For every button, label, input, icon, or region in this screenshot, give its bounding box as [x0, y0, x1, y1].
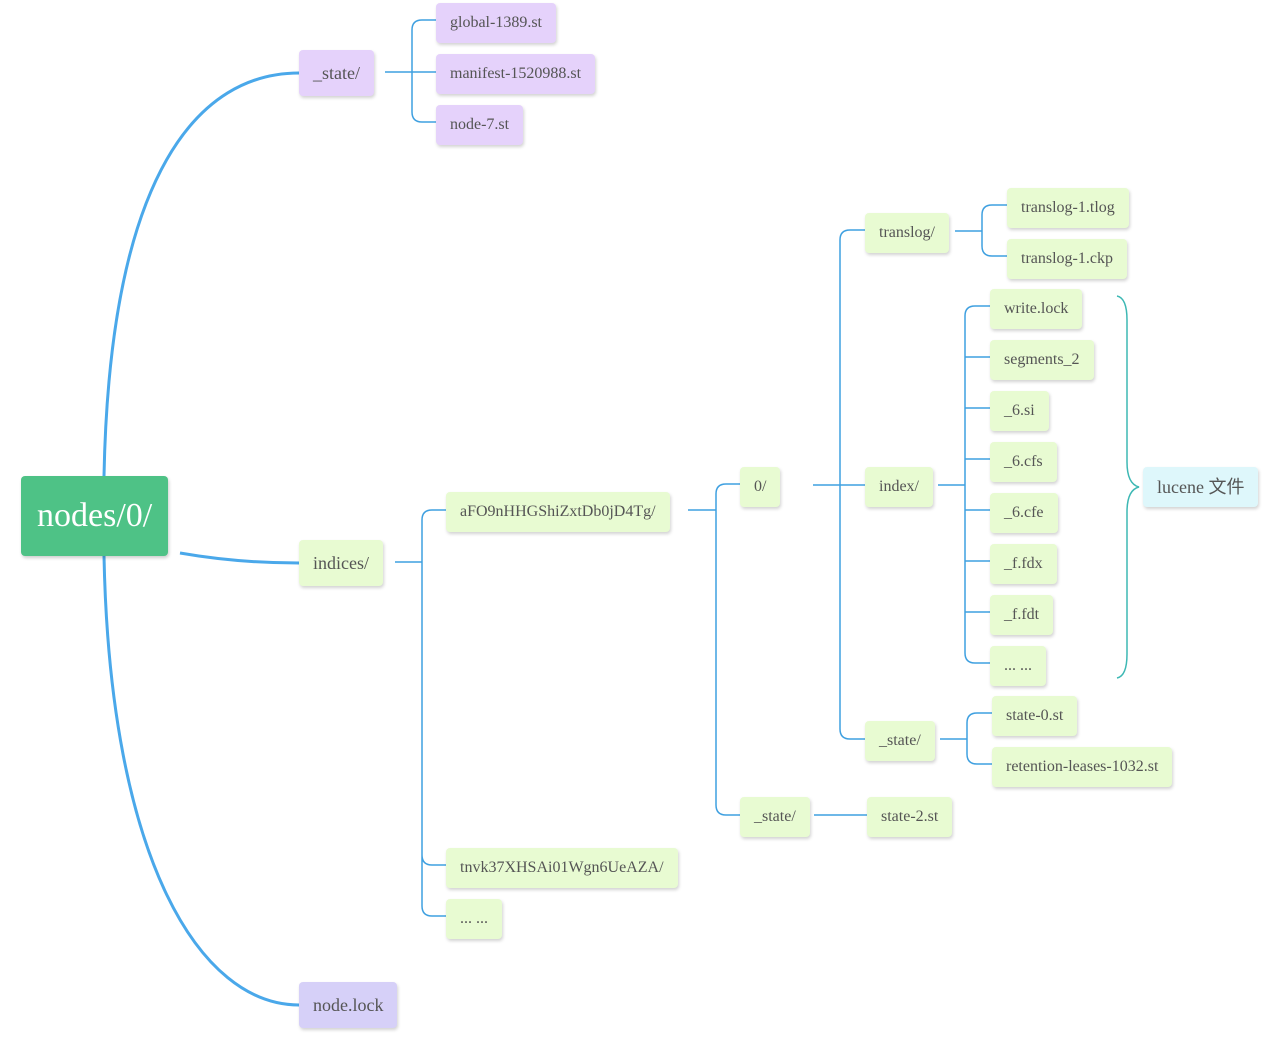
root-node[interactable]: nodes/0/	[21, 476, 169, 556]
indices-node[interactable]: indices/	[299, 540, 383, 586]
edge-root-indices	[179, 551, 300, 565]
index-a-node[interactable]: aFO9nHHGShiZxtDb0jD4Tg/	[446, 492, 670, 532]
index-file-6-si[interactable]: _6.si	[990, 391, 1049, 431]
node-lock-node[interactable]: node.lock	[299, 982, 398, 1028]
index-a-state-node[interactable]: _state/	[740, 797, 810, 837]
edge-index-a-children	[688, 483, 740, 816]
index-file-f-fdx[interactable]: _f.fdx	[990, 544, 1057, 584]
state-file-manifest[interactable]: manifest-1520988.st	[436, 54, 596, 94]
translog-file-ckp[interactable]: translog-1.ckp	[1007, 239, 1127, 279]
shard-state-file-retention[interactable]: retention-leases-1032.st	[992, 747, 1173, 787]
index-file-write-lock[interactable]: write.lock	[990, 289, 1083, 329]
translog-node[interactable]: translog/	[865, 213, 949, 253]
edge-shard-state-children	[940, 712, 992, 765]
index-file-6-cfe[interactable]: _6.cfe	[990, 493, 1058, 533]
state-file-node[interactable]: node-7.st	[436, 105, 524, 145]
state-file-global[interactable]: global-1389.st	[436, 3, 556, 43]
index-dir-node[interactable]: index/	[865, 467, 933, 507]
index-file-more[interactable]: ... ...	[990, 646, 1046, 686]
edge-root-nodelock	[102, 555, 300, 1007]
edge-root-state	[102, 71, 300, 477]
state-dir-node[interactable]: _state/	[299, 50, 374, 96]
edge-translog-children	[955, 204, 1007, 257]
index-b-node[interactable]: tnvk37XHSAi01Wgn6UeAZA/	[446, 848, 678, 888]
edge-state-children	[385, 19, 436, 123]
shard-state-node[interactable]: _state/	[865, 721, 935, 761]
edge-shard0-children	[813, 229, 865, 740]
index-file-f-fdt[interactable]: _f.fdt	[990, 595, 1054, 635]
edge-indexdir-children	[938, 305, 990, 664]
index-file-6-cfs[interactable]: _6.cfs	[990, 442, 1057, 482]
shard-state-file-0[interactable]: state-0.st	[992, 696, 1078, 736]
lucene-brace	[1116, 295, 1140, 679]
edge-indices-children	[395, 509, 446, 917]
lucene-files-annotation[interactable]: lucene 文件	[1143, 467, 1259, 507]
indices-more-node[interactable]: ... ...	[446, 899, 502, 939]
index-file-segments[interactable]: segments_2	[990, 340, 1094, 380]
index-a-state-file[interactable]: state-2.st	[867, 797, 953, 837]
shard0-node[interactable]: 0/	[740, 467, 781, 507]
translog-file-tlog[interactable]: translog-1.tlog	[1007, 188, 1129, 228]
